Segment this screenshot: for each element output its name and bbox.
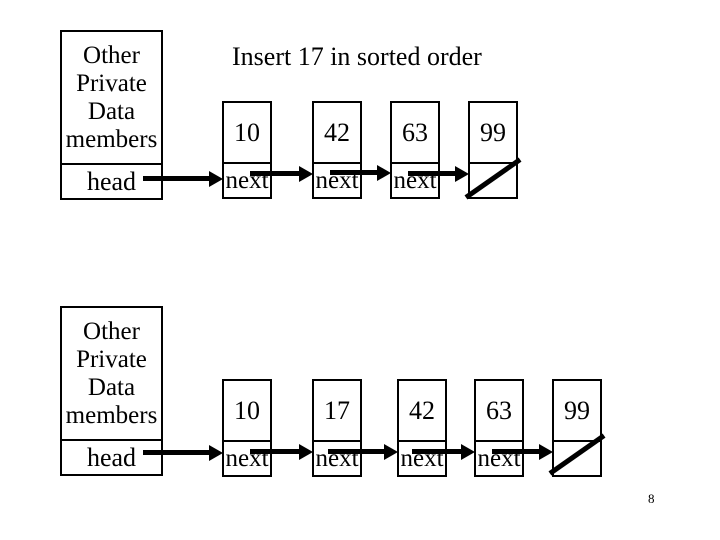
head-pointer-cell: head [62, 165, 161, 198]
node-value: 63 [476, 381, 522, 442]
node-next-label: next [315, 444, 359, 472]
node-next-label: next [225, 444, 269, 472]
list-node: 63 next [390, 101, 440, 199]
next-pointer-arrow [408, 165, 469, 182]
node-value: 17 [314, 381, 360, 442]
head-pointer-arrow [143, 170, 223, 187]
record-label-line: Private [76, 345, 147, 373]
next-pointer-arrow [330, 164, 391, 181]
list-node: 10 next [222, 379, 272, 477]
next-pointer-arrow [412, 443, 475, 460]
list-node: 99 [468, 101, 518, 199]
record-label: Other Private Data members [62, 32, 161, 165]
node-null-pointer-cell [554, 442, 600, 475]
head-label: head [86, 442, 137, 472]
head-pointer-arrow [143, 444, 223, 461]
list-node: 42 next [312, 101, 362, 199]
node-value: 99 [554, 381, 600, 442]
page-number: 8 [648, 491, 655, 506]
node-value: 42 [399, 381, 445, 442]
node-next-label: next [477, 444, 521, 472]
record-label-line: Data [87, 97, 136, 125]
next-pointer-arrow [328, 443, 398, 460]
next-pointer-arrow [250, 443, 313, 460]
next-pointer-arrow [492, 443, 553, 460]
node-next-label: next [400, 444, 444, 472]
list-record-box: Other Private Data members head [60, 306, 163, 476]
list-record-box: Other Private Data members head [60, 30, 163, 200]
node-value: 99 [470, 103, 516, 164]
node-value: 10 [224, 381, 270, 442]
record-label-line: Other [83, 41, 140, 69]
record-label-line: Other [83, 317, 140, 345]
next-pointer-arrow [250, 165, 313, 182]
node-value: 42 [314, 103, 360, 164]
node-value: 63 [392, 103, 438, 164]
head-pointer-cell: head [62, 441, 161, 474]
head-label: head [86, 166, 137, 196]
node-next-label: next [315, 166, 359, 194]
record-label: Other Private Data members [62, 308, 161, 441]
node-next-label: next [393, 166, 437, 194]
record-label-line: members [65, 125, 158, 153]
list-node: 10 next [222, 101, 272, 199]
node-value: 10 [224, 103, 270, 164]
list-node: 63 next [474, 379, 524, 477]
record-label-line: Data [87, 373, 136, 401]
list-node: 99 [552, 379, 602, 477]
node-next-label: next [225, 166, 269, 194]
list-node: 17 next [312, 379, 362, 477]
slide-title: Insert 17 in sorted order [232, 42, 482, 71]
record-label-line: members [65, 401, 158, 429]
record-label-line: Private [76, 69, 147, 97]
list-node: 42 next [397, 379, 447, 477]
